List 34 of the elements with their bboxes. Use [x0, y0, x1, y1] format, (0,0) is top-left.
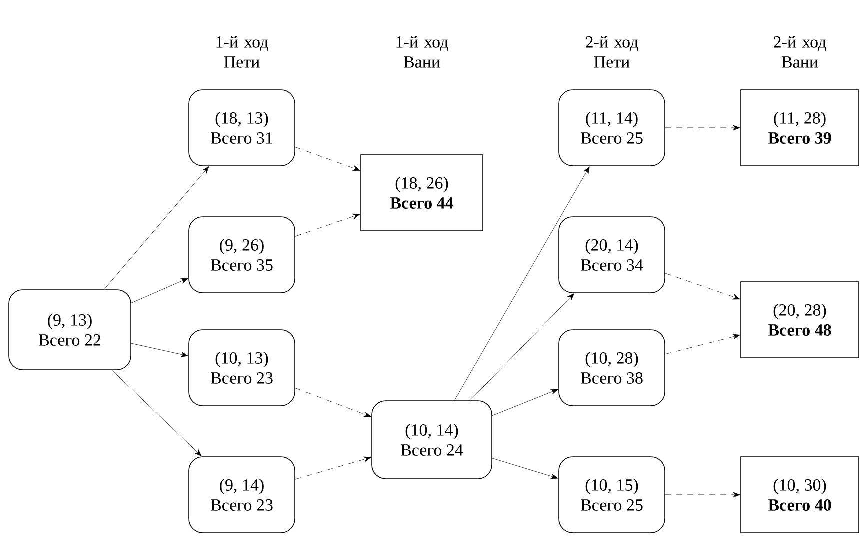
- arrow: [454, 166, 590, 401]
- arrow: [104, 166, 210, 290]
- column-heading: 1-й ход Пети: [216, 36, 268, 68]
- dashed-arrow: [295, 147, 360, 171]
- arrow: [470, 294, 574, 401]
- position-box: (10, 28) Всего 38: [558, 330, 666, 406]
- position-box: (11, 14) Всего 25: [558, 90, 666, 166]
- arrow: [112, 370, 202, 456]
- dashed-arrow: [665, 125, 740, 131]
- arrow: [131, 343, 188, 358]
- position-box: (10, 13) Всего 23: [188, 330, 296, 406]
- outcome-box: (20, 28) Всего 48: [740, 282, 860, 358]
- arrow: [131, 278, 188, 304]
- column-heading: 1-й ход Вани: [396, 36, 448, 68]
- dashed-arrow: [665, 492, 740, 498]
- dashed-arrow: [665, 334, 740, 355]
- outcome-box: (11, 28) Всего 39: [740, 90, 860, 166]
- position-box: (9, 13) Всего 22: [8, 290, 132, 370]
- position-box: (10, 15) Всего 25: [558, 456, 666, 534]
- dashed-arrow: [295, 214, 360, 237]
- position-box: (20, 14) Всего 34: [558, 216, 666, 294]
- position-box: (9, 26) Всего 35: [188, 216, 296, 294]
- outcome-box: (18, 26) Всего 44: [360, 154, 484, 232]
- arrow: [492, 458, 558, 480]
- position-box: (10, 14) Всего 24: [372, 400, 492, 480]
- arrow: [492, 389, 558, 416]
- column-heading: 2-й ход Вани: [774, 36, 826, 68]
- position-box: (9, 14) Всего 23: [188, 456, 296, 534]
- position-box: (18, 13) Всего 31: [188, 90, 296, 166]
- outcome-box: (10, 30) Всего 40: [740, 456, 860, 534]
- dashed-arrow: [295, 456, 372, 480]
- dashed-arrow: [665, 273, 740, 300]
- dashed-arrow: [295, 388, 372, 418]
- column-heading: 2-й ход Пети: [586, 36, 638, 68]
